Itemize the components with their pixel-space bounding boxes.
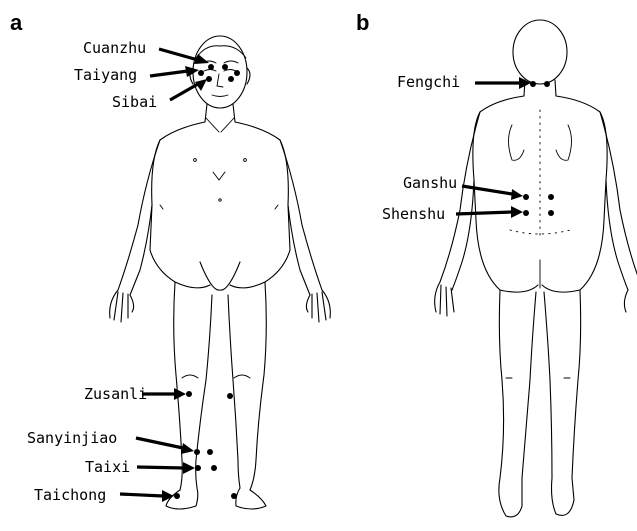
acupoint-dot (234, 70, 240, 76)
front-hairline (196, 46, 246, 58)
acupoint-dot (523, 194, 529, 200)
arrow-sanyinjiao (136, 438, 183, 448)
label-fengchi: Fengchi (397, 73, 460, 91)
front-foot-right (236, 488, 266, 509)
panel-b: b (356, 10, 637, 517)
acupoint-dot (194, 449, 200, 455)
label-cuanzhu: Cuanzhu (83, 39, 146, 57)
arrow-head-sanyinjiao (181, 443, 194, 454)
back-leg-right-outer (572, 290, 581, 478)
front-nipple-left (194, 159, 197, 162)
acupoint-dot (523, 210, 529, 216)
back-scapula-left (509, 125, 525, 160)
front-groin (200, 262, 240, 290)
panel-letter-a: a (10, 10, 23, 35)
acupoint-dot (174, 493, 180, 499)
label-taiyang: Taiyang (74, 66, 137, 84)
arrow-head-taiyang (185, 66, 199, 77)
acupoint-dot (206, 76, 212, 82)
back-leg-left-inner (522, 292, 536, 478)
acupoint-dot (211, 465, 217, 471)
acupoint-dot (208, 64, 214, 70)
acupoint-dot (231, 493, 237, 499)
front-arm-right-inner (288, 205, 310, 295)
acupoint-dot (198, 70, 204, 76)
label-taixi: Taixi (85, 458, 130, 476)
back-hand-left (435, 282, 454, 316)
front-neck-muscles (206, 118, 234, 132)
arrow-sibai (170, 84, 198, 100)
front-leg-right-outer (250, 282, 266, 490)
label-sanyinjiao: Sanyinjiao (27, 429, 117, 447)
front-flank-marks (160, 205, 278, 209)
acupoint-dot (548, 210, 554, 216)
back-head (513, 20, 567, 84)
arrow-shenshu (456, 212, 512, 214)
back-arm-left-inner (452, 180, 474, 290)
back-leg-left-outer (499, 290, 503, 478)
front-hand-right (306, 290, 330, 322)
front-labels: Cuanzhu Taiyang Sibai Zusanli Sanyinjiao… (27, 39, 209, 504)
back-hand-right (624, 290, 628, 312)
front-hand-left (110, 290, 134, 322)
back-body-outline (435, 20, 637, 517)
arrow-taiyang (150, 71, 188, 76)
front-leg-right-inner (228, 295, 240, 488)
front-mouth (212, 95, 228, 97)
back-foot-left (499, 478, 522, 517)
arrow-head-zusanli (174, 388, 186, 400)
back-torso-left (473, 96, 524, 220)
acupoint-dot (227, 393, 233, 399)
front-foot-left (166, 488, 198, 509)
arrow-head-taichong (162, 490, 174, 502)
front-torso-left (150, 122, 205, 250)
label-shenshu: Shenshu (382, 205, 445, 223)
back-scapula-right (556, 125, 572, 160)
front-torso-right (235, 122, 290, 250)
acupoint-dot (207, 449, 213, 455)
arrow-head-taixi (183, 462, 195, 474)
front-nipple-right (244, 159, 247, 162)
label-zusanli: Zusanli (84, 385, 147, 403)
arrow-taixi (137, 467, 184, 468)
front-brow-right (224, 61, 238, 63)
back-acupoints (523, 81, 554, 216)
acupoint-dot (544, 81, 550, 87)
arrow-cuanzhu (159, 49, 198, 60)
front-sternum (213, 172, 225, 180)
back-leg-right-inner (544, 292, 552, 478)
label-ganshu: Ganshu (403, 174, 457, 192)
back-torso-right (556, 96, 607, 220)
panel-a: a (10, 10, 330, 509)
arrow-ganshu (462, 186, 512, 194)
back-foot-right (552, 478, 575, 515)
front-navel (219, 199, 221, 201)
front-nose (217, 74, 223, 87)
acupoint-dot (186, 391, 192, 397)
arrow-head-shenshu (511, 206, 523, 218)
front-leg-left-outer (174, 282, 183, 490)
acupoint-dot (195, 465, 201, 471)
acupoint-dot (548, 194, 554, 200)
front-knees (182, 375, 250, 378)
front-leg-left-inner (196, 295, 212, 488)
acupoint-dot (228, 76, 234, 82)
panel-letter-b: b (356, 10, 369, 35)
back-arm-right-inner (606, 180, 628, 290)
front-pelvis (150, 250, 290, 288)
front-arm-left-inner (130, 205, 152, 295)
acupoint-dot (530, 81, 536, 87)
arrow-head-ganshu (511, 189, 523, 200)
label-taichong: Taichong (34, 486, 106, 504)
acupoint-dot (222, 64, 228, 70)
arrow-taichong (120, 494, 163, 496)
label-sibai: Sibai (112, 93, 157, 111)
